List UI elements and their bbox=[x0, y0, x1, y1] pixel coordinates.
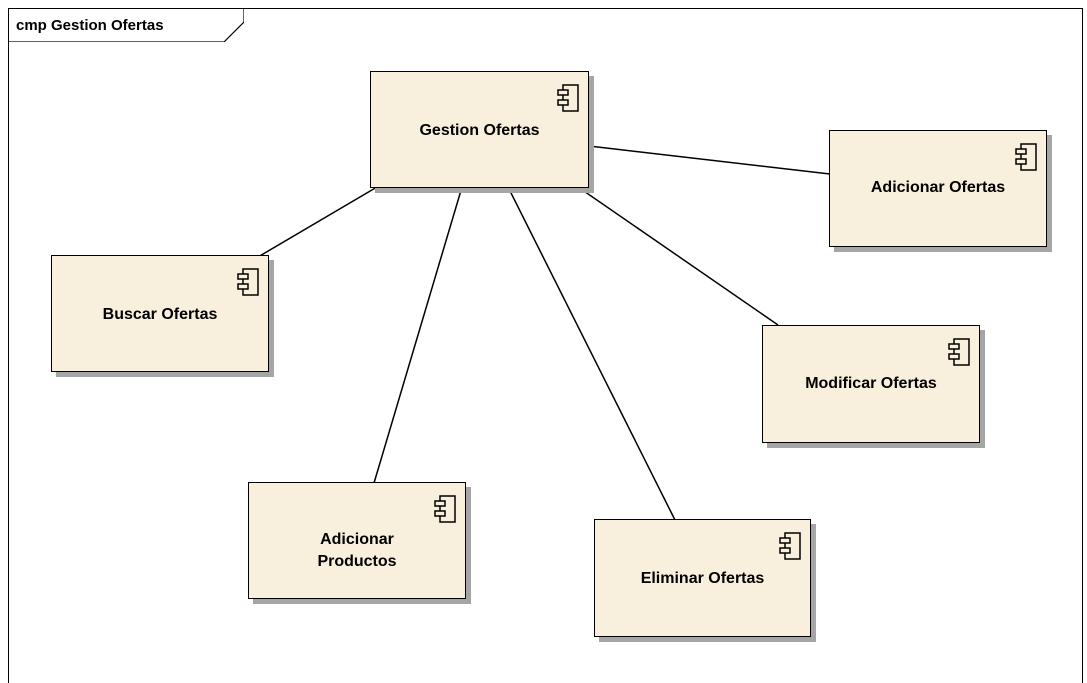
connector-gestion-adicionar-ofertas bbox=[588, 145, 831, 175]
uml-component-icon bbox=[557, 84, 579, 112]
component-label: Adicionar Ofertas bbox=[870, 179, 1006, 196]
connector-gestion-adicionar-productos bbox=[373, 186, 463, 484]
component-gestion-ofertas[interactable]: Gestion Ofertas bbox=[370, 71, 589, 188]
component-buscar-ofertas[interactable]: Buscar Ofertas bbox=[51, 255, 269, 372]
component-label: Buscar Ofertas bbox=[102, 306, 218, 323]
uml-component-icon bbox=[237, 268, 259, 296]
component-label: Adicionar Productos bbox=[317, 531, 397, 570]
component-adicionar-ofertas[interactable]: Adicionar Ofertas bbox=[829, 130, 1047, 247]
component-label: Eliminar Ofertas bbox=[640, 570, 765, 587]
uml-component-icon bbox=[779, 532, 801, 560]
frame-title: cmp Gestion Ofertas bbox=[16, 17, 164, 34]
connector-gestion-modificar bbox=[577, 186, 779, 326]
uml-component-icon bbox=[948, 338, 970, 366]
frame-title-tab bbox=[8, 8, 244, 42]
component-eliminar-ofertas[interactable]: Eliminar Ofertas bbox=[594, 519, 811, 637]
component-modificar-ofertas[interactable]: Modificar Ofertas bbox=[762, 325, 980, 443]
connector-gestion-buscar bbox=[257, 186, 378, 258]
uml-component-icon bbox=[1015, 143, 1037, 171]
component-label: Modificar Ofertas bbox=[805, 375, 937, 392]
uml-component-icon bbox=[434, 495, 456, 523]
connector-gestion-eliminar bbox=[507, 186, 676, 521]
diagram-frame bbox=[8, 8, 1083, 683]
component-label: Gestion Ofertas bbox=[419, 122, 540, 139]
component-adicionar-productos[interactable]: Adicionar Productos bbox=[248, 482, 466, 599]
